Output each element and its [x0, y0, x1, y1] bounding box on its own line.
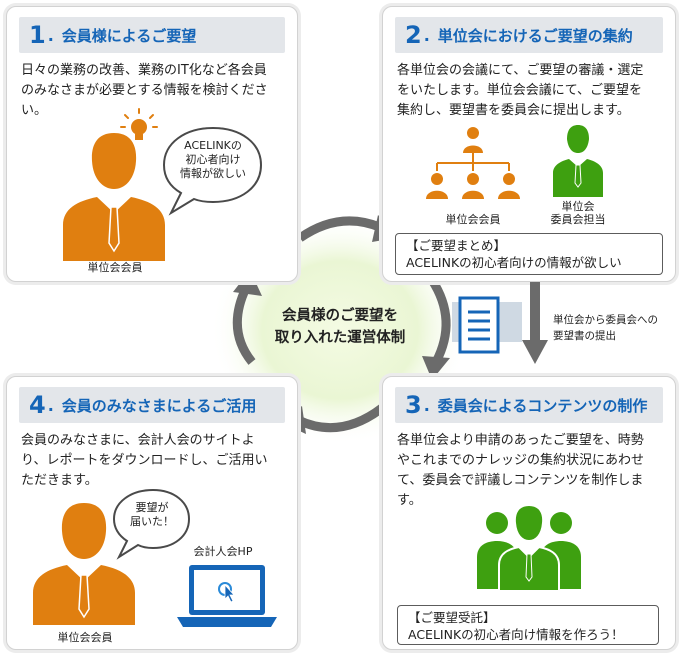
step-number: 1: [29, 21, 46, 49]
step-dot: .: [423, 395, 430, 415]
step-title: 単位会におけるご要望の集約: [437, 26, 633, 45]
document-icon: [458, 296, 500, 354]
member-label: 単位会会員: [57, 631, 113, 644]
committee-label: 単位会 委員会担当: [550, 200, 606, 226]
speech-bubble: [162, 126, 263, 216]
step-title: 会員様によるご要望: [61, 26, 197, 45]
panel-1-description: 日々の業務の改善、業務のIT化など各会員 のみなさまが必要とする情報を検討くださ…: [21, 63, 268, 118]
lightbulb-icon: [120, 108, 158, 140]
laptop-label: 会計人会HP: [193, 545, 253, 558]
step-dot: .: [47, 25, 54, 45]
panel-3-description: 各単位会より申請のあったご要望を、時勢 やこれまでのナレッジの集約状況にあわせ …: [397, 433, 645, 508]
panel-step-1: 1 . 会員様によるご要望 日々の業務の改善、業務のIT化など各会員 のみなさま…: [6, 6, 298, 282]
cycle-arrow-left: [232, 286, 256, 365]
step-dot: .: [423, 25, 430, 45]
panel-step-2: 2 . 単位会におけるご要望の集約 各単位会の会議にて、ご要望の審議・選定 をい…: [382, 6, 676, 282]
committee-person-icon: [553, 125, 603, 197]
cycle-arrow-right: [428, 277, 451, 365]
panel-4-header: 4 . 会員のみなさまによるご活用: [19, 387, 285, 423]
org-chart-icon: [426, 127, 520, 199]
accept-callout: 【ご要望受託】 ACELINKの初心者向け情報を作ろう！: [397, 605, 659, 645]
speech-bubble-text: ACELINKの 初心者向け 情報が欲しい: [180, 139, 246, 180]
step-title: 委員会によるコンテンツの制作: [437, 396, 648, 415]
panel-2-header: 2 . 単位会におけるご要望の集約: [395, 17, 663, 53]
cycle-arrow-bottom: [296, 404, 385, 433]
step-number: 3: [405, 391, 422, 419]
step-title: 会員のみなさまによるご活用: [61, 396, 257, 415]
center-caption: 会員様のご要望を 取り入れた運営体制: [274, 308, 406, 346]
committee-group-icon: [477, 503, 581, 591]
panel-4-description: 会員のみなさまに、会計人会のサイトよ り、レポートをダウンロードし、ご活用い た…: [21, 433, 268, 488]
member-person-icon: [63, 133, 165, 261]
summary-callout: 【ご要望まとめ】 ACELINKの初心者向けの情報が欲しい: [395, 233, 663, 275]
step-number: 4: [29, 391, 46, 419]
group-label: 単位会会員: [445, 213, 501, 226]
speech-bubble-text: 要望が 届いた！: [130, 501, 174, 528]
panel-step-3: 3 . 委員会によるコンテンツの制作 各単位会より申請のあったご要望を、時勢 や…: [382, 376, 676, 650]
speech-bubble: [112, 488, 191, 560]
panel-2-description: 各単位会の会議にて、ご要望の審議・選定 をいたします。単位会会議にて、ご要望を …: [397, 63, 644, 118]
panel-3-header: 3 . 委員会によるコンテンツの制作: [395, 387, 663, 423]
step-number: 2: [405, 21, 422, 49]
member-label: 単位会会員: [87, 261, 143, 274]
step-dot: .: [47, 395, 54, 415]
panel-step-4: 4 . 会員のみなさまによるご活用 会員のみなさまに、会計人会のサイトよ り、レ…: [6, 376, 298, 650]
member-person-icon: [33, 503, 135, 625]
laptop-icon: [177, 565, 277, 627]
cycle-arrow-top: [297, 216, 384, 242]
panel-1-header: 1 . 会員様によるご要望: [19, 17, 285, 53]
submission-note: 単位会から委員会への 要望書の提出: [553, 314, 658, 342]
